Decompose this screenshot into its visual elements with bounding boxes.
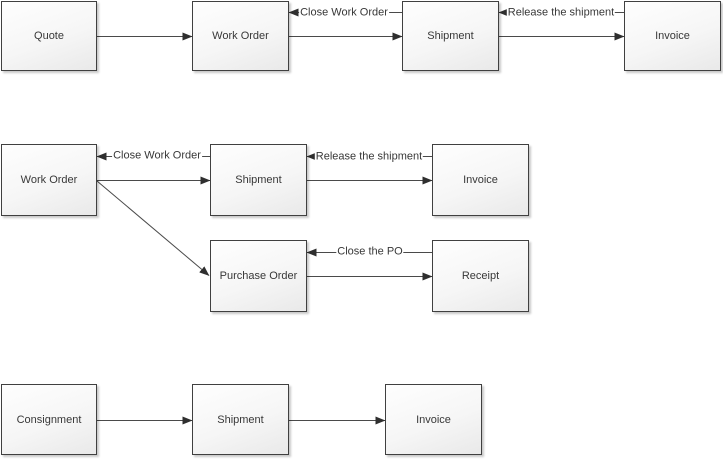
node-invoice-1: Invoice xyxy=(624,1,721,71)
edge-label-release-shipment-1: Release the shipment xyxy=(506,6,616,20)
node-purchase-order: Purchase Order xyxy=(210,240,307,312)
node-label: Quote xyxy=(34,30,64,42)
node-quote: Quote xyxy=(1,1,97,71)
node-label: Shipment xyxy=(427,30,474,42)
edge-label-close-work-order-1: Close Work Order xyxy=(299,6,389,20)
node-label: Work Order xyxy=(20,174,78,186)
node-label: Consignment xyxy=(16,413,82,426)
node-shipment-3: Shipment xyxy=(192,384,289,455)
node-invoice-3: Invoice xyxy=(385,384,482,455)
node-shipment-1: Shipment xyxy=(402,1,499,71)
node-label: Receipt xyxy=(461,270,500,282)
node-label: Shipment xyxy=(217,413,264,426)
node-label: Purchase Order xyxy=(219,270,298,282)
node-work-order-2: Work Order xyxy=(1,144,97,216)
node-work-order-1: Work Order xyxy=(192,1,289,71)
node-label: Invoice xyxy=(463,174,498,186)
edge-label-close-work-order-2: Close Work Order xyxy=(112,149,202,163)
node-label: Shipment xyxy=(235,174,282,186)
node-label: Invoice xyxy=(655,30,690,42)
node-receipt: Receipt xyxy=(432,240,529,312)
node-invoice-2: Invoice xyxy=(432,144,529,216)
node-label: Work Order xyxy=(212,30,269,42)
node-shipment-2: Shipment xyxy=(210,144,307,216)
edge-label-release-shipment-2: Release the shipment xyxy=(314,150,424,164)
edge-label-close-po: Close the PO xyxy=(336,245,404,259)
edge-work-order-to-purchase-order xyxy=(96,180,210,276)
node-label: Invoice xyxy=(416,413,451,426)
node-consignment: Consignment xyxy=(1,384,97,455)
